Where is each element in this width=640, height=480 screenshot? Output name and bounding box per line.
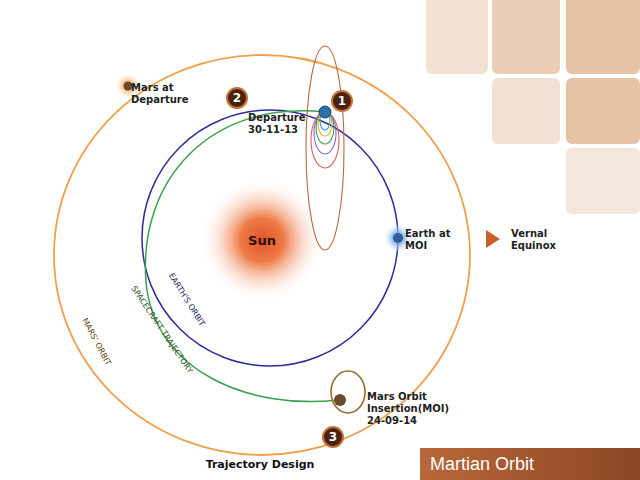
node-text: 3 xyxy=(329,430,337,444)
earth-orbit xyxy=(142,110,398,366)
caption: Trajectory Design xyxy=(206,458,315,471)
node-text: Martian Orbit xyxy=(430,454,534,475)
decor-tiles xyxy=(426,0,640,214)
earth-at-moi xyxy=(393,233,403,243)
callout-number: 3 xyxy=(322,426,344,448)
vernal-equinox-arrow xyxy=(486,230,500,248)
earth-moi-label: Earth at MOI xyxy=(405,228,451,252)
title-band: Martian Orbit xyxy=(420,448,640,480)
departure-label: Departure 30-11-13 xyxy=(248,112,312,136)
vernal-equinox-label: Vernal Equinox xyxy=(511,228,569,252)
callout-number: 1 xyxy=(331,90,353,112)
callout-number: 2 xyxy=(226,87,248,109)
earth-parking-orbits xyxy=(306,46,344,250)
sun-circle: Sun xyxy=(238,216,286,264)
node-text: Sun xyxy=(248,233,276,248)
moi-label: Mars Orbit Insertion(MOI) 24-09-14 xyxy=(367,391,457,427)
earth-at-departure xyxy=(319,106,331,118)
mars-orbit xyxy=(54,55,470,455)
sun-glow xyxy=(200,178,324,302)
node-text: 1 xyxy=(338,94,346,108)
node-text: 2 xyxy=(233,91,241,105)
mars-at-moi xyxy=(334,394,346,406)
mars-departure-label: Mars at Departure xyxy=(131,82,201,106)
mars-capture-orbit xyxy=(331,371,365,413)
